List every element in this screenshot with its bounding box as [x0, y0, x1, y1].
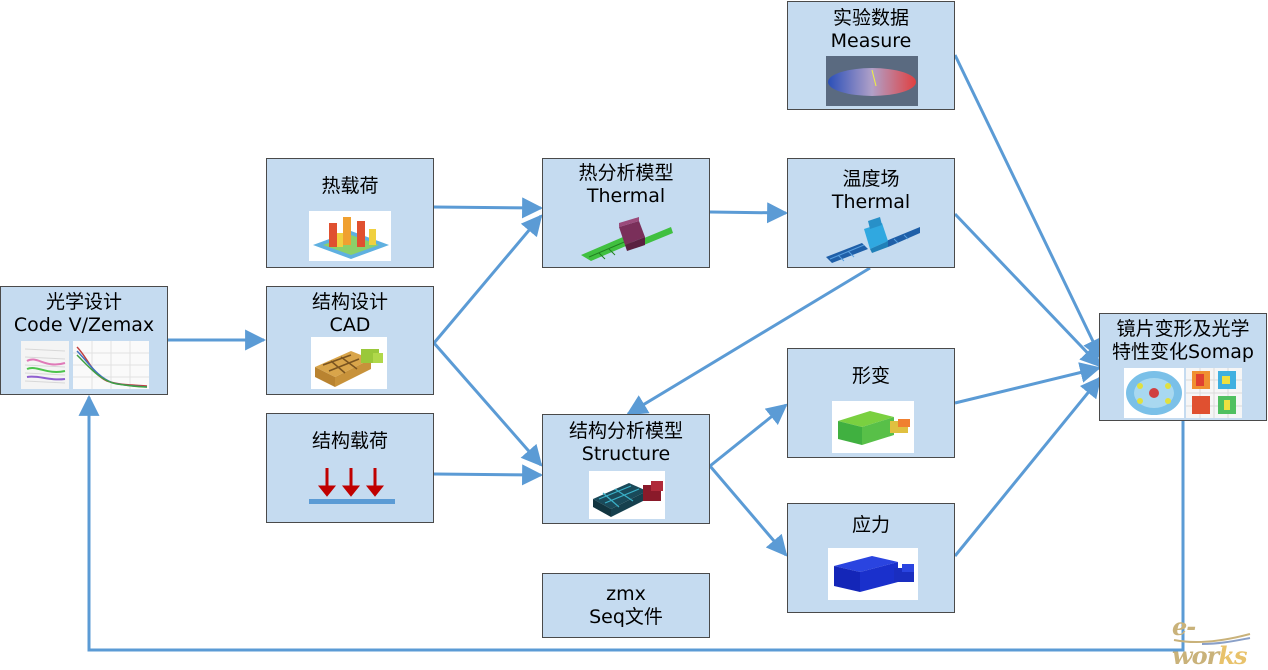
arrow-struct-model-to-deformation: [709, 403, 788, 468]
surface-measurement-thumbnail: [826, 56, 918, 106]
arrow-temperature-field-to-struct-model: [626, 266, 871, 416]
node-title: 热分析模型: [578, 162, 674, 184]
arrow-struct-design-to-struct-model: [432, 342, 543, 467]
node-structural-analysis-model[interactable]: 结构分析模型 Structure: [542, 414, 710, 524]
node-title: 实验数据: [832, 7, 909, 29]
optical-characteristics-plot-thumbnail: [1186, 368, 1242, 418]
mtf-curve-thumbnail: [73, 341, 149, 389]
node-thermal-load[interactable]: 热载荷: [266, 158, 434, 268]
node-title: 温度场: [842, 168, 900, 190]
structure-mesh-thumbnail: [589, 471, 665, 519]
node-subtitle: Thermal: [831, 191, 911, 213]
node-stress[interactable]: 应力: [787, 503, 955, 613]
node-subtitle: Structure: [581, 443, 671, 465]
deformation-contour-thumbnail: [832, 401, 914, 453]
arrow-deformation-to-mirror: [954, 362, 1102, 405]
connector-layer: [78, 54, 1185, 652]
node-title: 结构分析模型: [568, 420, 683, 442]
arrow-struct-model-to-stress: [708, 465, 788, 557]
node-structural-design[interactable]: 结构设计 CAD: [266, 286, 434, 395]
node-mirror-deformation-optics[interactable]: 镜片变形及光学 特性变化Somap: [1099, 313, 1267, 421]
arrow-temperature-field-to-mirror: [953, 212, 1102, 368]
node-subtitle: Seq文件: [589, 606, 663, 628]
node-temperature-field[interactable]: 温度场 Thermal: [787, 158, 955, 268]
node-structural-load[interactable]: 结构载荷: [266, 413, 434, 523]
temperature-field-thumbnail: [826, 217, 920, 263]
node-title: 镜片变形及光学: [1116, 318, 1250, 340]
arrow-thermal-load-to-thermal-model: [433, 197, 544, 219]
node-subtitle: Code V/Zemax: [13, 314, 155, 336]
node-title: zmx: [606, 583, 646, 605]
arrow-struct-design-to-thermal-model: [432, 214, 543, 344]
thermal-load-3d-thumbnail: [309, 211, 391, 261]
node-zmx-seq-file[interactable]: zmx Seq文件: [542, 573, 710, 638]
load-arrows-icon: [309, 468, 395, 504]
arrow-thermal-model-to-temperature-field: [709, 202, 789, 224]
arrow-measure-to-mirror: [953, 54, 1103, 360]
node-title: 热载荷: [321, 175, 379, 197]
node-title: 形变: [851, 365, 890, 387]
node-title: 应力: [851, 514, 890, 536]
node-measurement-data[interactable]: 实验数据 Measure: [787, 1, 955, 110]
node-subtitle: Thermal: [586, 185, 666, 207]
spot-diagram-thumbnail: [21, 341, 69, 389]
node-subtitle: 特性变化Somap: [1112, 341, 1254, 363]
node-subtitle: Measure: [830, 30, 912, 52]
node-optical-design[interactable]: 光学设计 Code V/Zemax: [0, 286, 168, 395]
node-title: 光学设计: [45, 291, 122, 313]
mirror-deformation-map-thumbnail: [1124, 368, 1184, 418]
node-deformation[interactable]: 形变: [787, 348, 955, 458]
node-title: 结构载荷: [311, 430, 388, 452]
arrow-struct-load-to-struct-model: [433, 464, 544, 486]
cad-model-thumbnail: [311, 337, 387, 389]
arrow-feedback-mirror-to-optics: [78, 394, 1185, 652]
node-thermal-analysis-model[interactable]: 热分析模型 Thermal: [542, 158, 710, 268]
stress-contour-thumbnail: [828, 548, 918, 600]
watermark-swoosh-icon: [1173, 633, 1251, 645]
thermal-mesh-thumbnail: [581, 217, 673, 261]
node-title: 结构设计: [311, 291, 388, 313]
node-subtitle: CAD: [329, 314, 371, 336]
arrow-stress-to-mirror: [953, 376, 1102, 557]
